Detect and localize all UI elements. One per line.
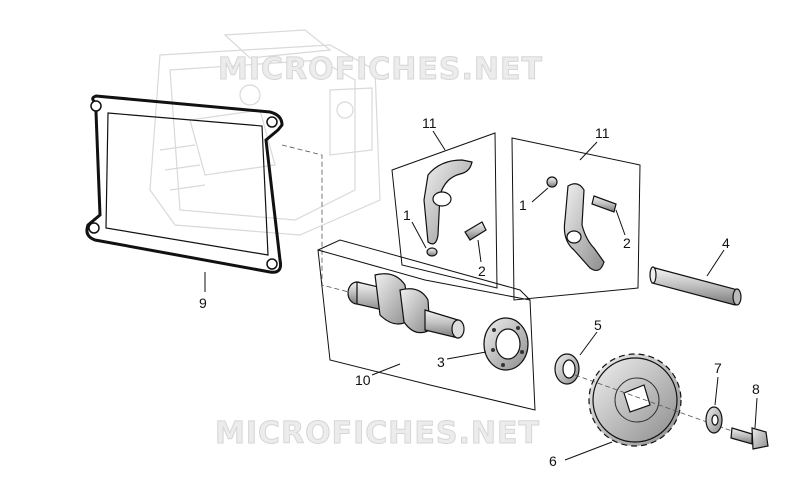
rocker-shaft [649, 266, 742, 306]
rocker-group-right [511, 137, 641, 301]
rocker-group-left [391, 132, 498, 289]
callout-left-pin: 2 [478, 263, 486, 279]
callout-right-pin: 2 [623, 235, 631, 251]
watermark-bottom: MICROFICHES.NET [215, 416, 540, 451]
callout-right-bushing: 1 [519, 197, 527, 213]
rocker-cover-gasket [85, 94, 284, 274]
camshaft [347, 273, 465, 339]
callout-camshaft-group: 10 [355, 372, 371, 388]
cylinder-head-ghost [149, 29, 381, 236]
bearing [483, 317, 529, 371]
callout-rocker-group-right: 11 [595, 125, 610, 141]
callout-left-bushing: 1 [403, 207, 411, 223]
watermark-top: MICROFICHES.NET [218, 52, 543, 87]
callout-rocker-group-left: 11 [422, 115, 437, 131]
callout-sprocket: 6 [549, 453, 557, 469]
callout-bolt: 8 [752, 381, 760, 397]
camshaft-group [317, 239, 536, 411]
callout-bearing: 3 [437, 354, 445, 370]
callout-seal: 5 [594, 317, 602, 333]
timing-sprocket [588, 353, 682, 447]
bolt [730, 427, 769, 450]
callout-shaft: 4 [722, 235, 730, 251]
washer [705, 406, 723, 434]
oil-seal [554, 353, 580, 385]
callout-gasket: 9 [199, 295, 207, 311]
callout-washer: 7 [714, 360, 722, 376]
